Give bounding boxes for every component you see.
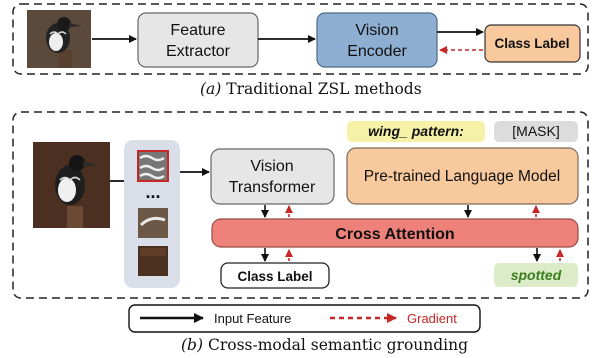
caption-b: (b) Cross-modal semantic grounding <box>181 336 468 354</box>
patch-3 <box>138 246 168 276</box>
caption-a-text: Traditional ZSL methods <box>226 80 422 98</box>
vision-encoder-label-2: Encoder <box>347 43 407 60</box>
answer-text: spotted <box>511 267 562 283</box>
cross-attention-label: Cross Attention <box>335 226 454 243</box>
class-label-a-text: Class Label <box>494 36 569 51</box>
vision-transformer-label-1: Vision <box>250 158 293 175</box>
legend-input-label: Input Feature <box>214 311 291 326</box>
class-label-b-text: Class Label <box>237 269 312 284</box>
patch-1 <box>137 150 169 182</box>
prompt-text: wing_ pattern: <box>368 123 464 139</box>
caption-a: (a) Traditional ZSL methods <box>200 80 422 98</box>
legend-box <box>128 304 481 333</box>
feature-extractor-label-2: Extractor <box>166 43 231 60</box>
caption-a-prefix: (a) <box>200 80 222 98</box>
mask-box <box>494 121 578 142</box>
legend-gradient-label: Gradient <box>407 311 457 326</box>
panel-a-frame <box>12 3 589 75</box>
vision-transformer-box <box>210 148 335 205</box>
vision-transformer-label-2: Transformer <box>229 179 316 196</box>
class-label-box-a <box>484 24 581 63</box>
patch-2 <box>138 208 168 238</box>
caption-b-text: Cross-modal semantic grounding <box>207 336 469 354</box>
patch-ellipsis: ... <box>145 182 160 202</box>
cross-attention-box <box>211 218 579 248</box>
feature-extractor-box <box>137 12 259 68</box>
language-model-label: Pre-trained Language Model <box>364 168 560 185</box>
language-model-box <box>346 147 579 205</box>
mask-token: [MASK] <box>512 123 559 139</box>
bird-image-b <box>33 142 110 228</box>
prompt-box <box>347 121 485 142</box>
class-label-box-b <box>220 262 330 289</box>
caption-b-prefix: (b) <box>181 336 204 354</box>
vision-encoder-box <box>316 12 438 68</box>
panel-b-frame <box>12 111 589 299</box>
feature-extractor-label-1: Feature <box>170 22 225 39</box>
bird-image-a <box>27 10 91 68</box>
vision-encoder-label-1: Vision <box>355 22 398 39</box>
answer-box <box>494 263 578 287</box>
